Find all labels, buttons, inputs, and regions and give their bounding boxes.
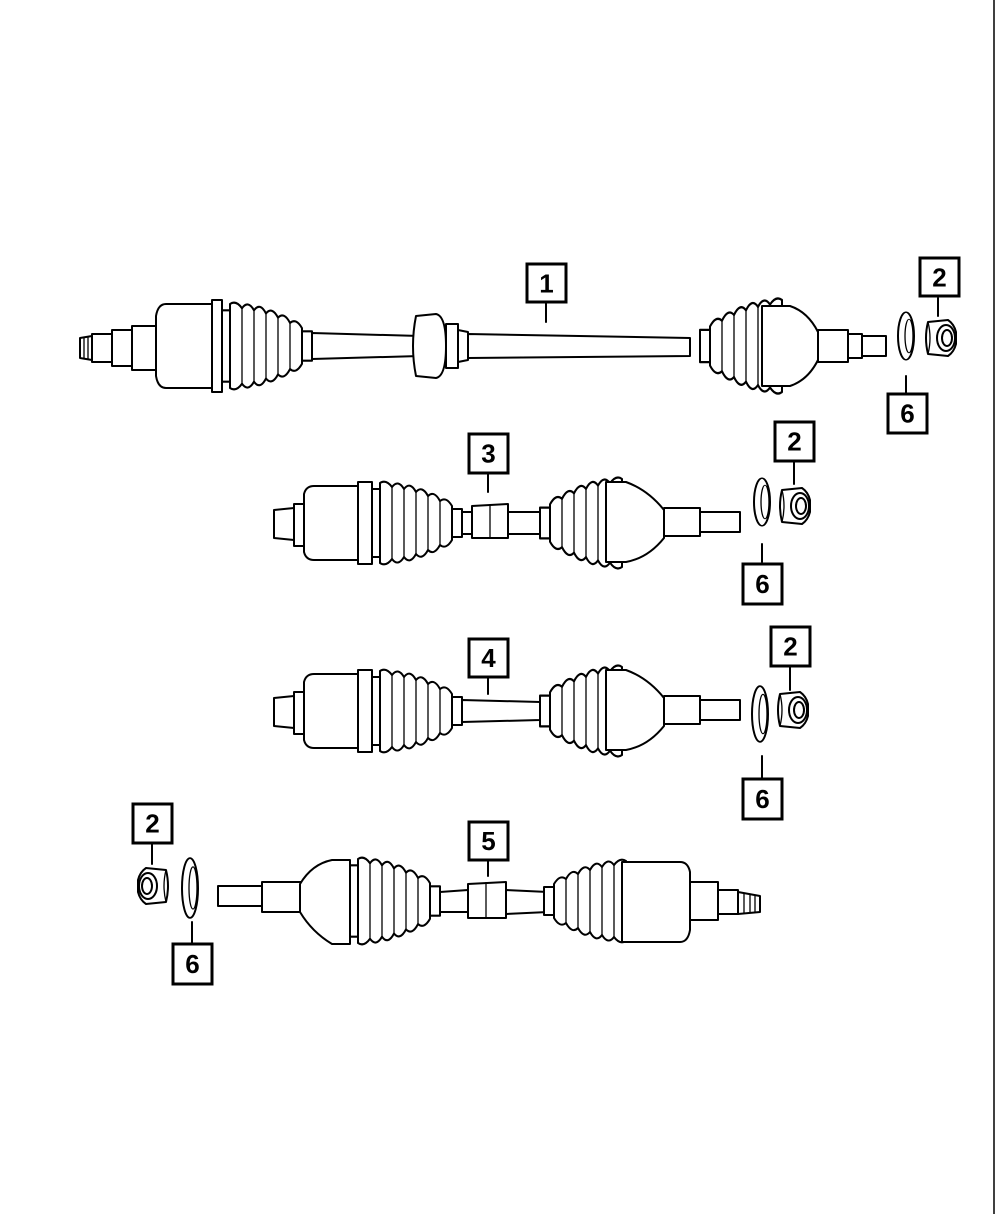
nut-2 [777,691,809,729]
callout-2: 2 [918,256,961,298]
callout-label: 4 [481,643,496,673]
washer-6 [181,857,199,919]
washer-6 [897,311,915,361]
nut-2 [137,867,169,905]
callout-5: 5 [467,820,510,862]
callout-2: 2 [769,625,812,668]
callout-label: 2 [932,263,946,293]
callout-6: 6 [886,392,929,435]
axle-shaft-3 [273,476,741,570]
callout-label: 5 [481,826,495,856]
axle-shaft-1 [79,297,887,395]
callout-6: 6 [741,562,784,606]
callout-label: 1 [539,269,553,299]
callout-6: 6 [741,777,784,821]
callout-6: 6 [171,942,214,986]
nut-2 [925,319,957,357]
callout-label: 6 [185,949,199,979]
callout-2: 2 [773,420,816,463]
callout-2: 2 [131,802,174,845]
axle-shaft-5 [217,856,761,946]
callout-label: 3 [481,439,495,469]
callout-label: 2 [783,632,797,662]
callout-label: 6 [900,399,914,429]
washer-6 [753,477,771,527]
callout-label: 2 [787,427,801,457]
callout-1: 1 [525,262,568,304]
callout-4: 4 [467,637,510,679]
nut-2 [779,487,811,525]
callout-label: 6 [755,569,769,599]
callout-label: 2 [145,809,159,839]
axle-shaft-4 [273,664,741,758]
callout-label: 6 [755,784,769,814]
callout-3: 3 [467,432,510,475]
washer-6 [751,685,769,743]
